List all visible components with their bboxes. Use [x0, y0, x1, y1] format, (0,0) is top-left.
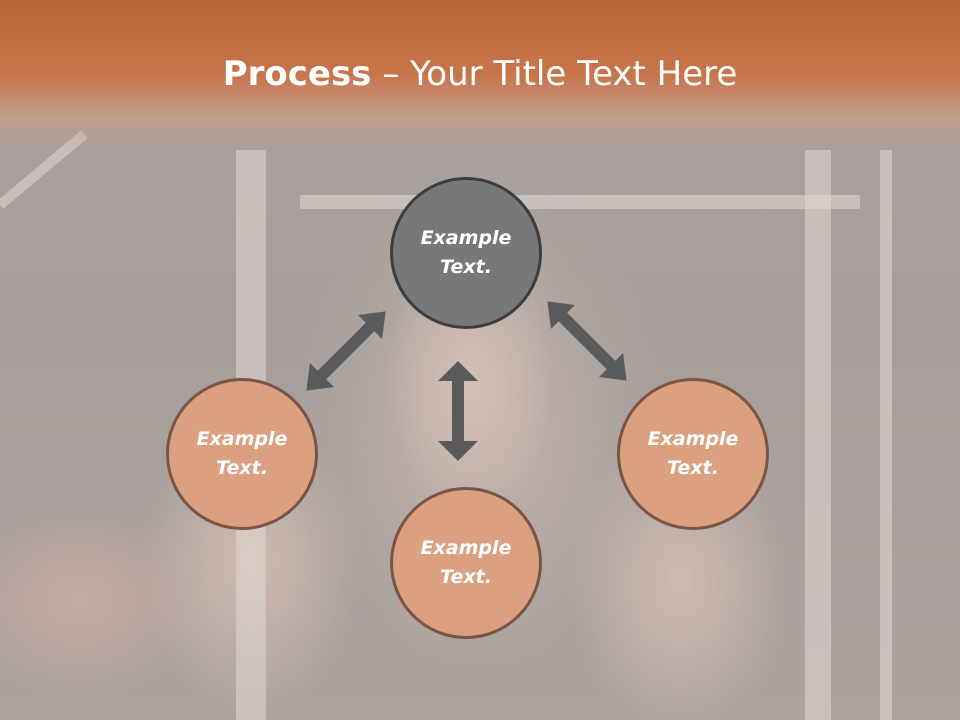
node-left-line1: Example	[196, 428, 288, 450]
title-bold: Process	[222, 54, 372, 94]
node-top-line1: Example	[420, 227, 512, 249]
node-top-line2: Text.	[440, 256, 492, 278]
node-bottom-line1: Example	[420, 537, 512, 559]
node-bottom-line2: Text.	[440, 566, 492, 588]
page-title: Process – Your Title Text Here	[0, 52, 960, 96]
title-band	[0, 0, 960, 150]
title-rest: – Your Title Text Here	[371, 54, 738, 94]
node-right-line1: Example	[647, 428, 739, 450]
double-arrow-icon	[547, 301, 627, 381]
double-arrow-icon	[438, 361, 478, 461]
node-right-line2: Text.	[667, 457, 719, 479]
double-arrow-icon	[306, 311, 386, 391]
node-left-line2: Text.	[216, 457, 268, 479]
